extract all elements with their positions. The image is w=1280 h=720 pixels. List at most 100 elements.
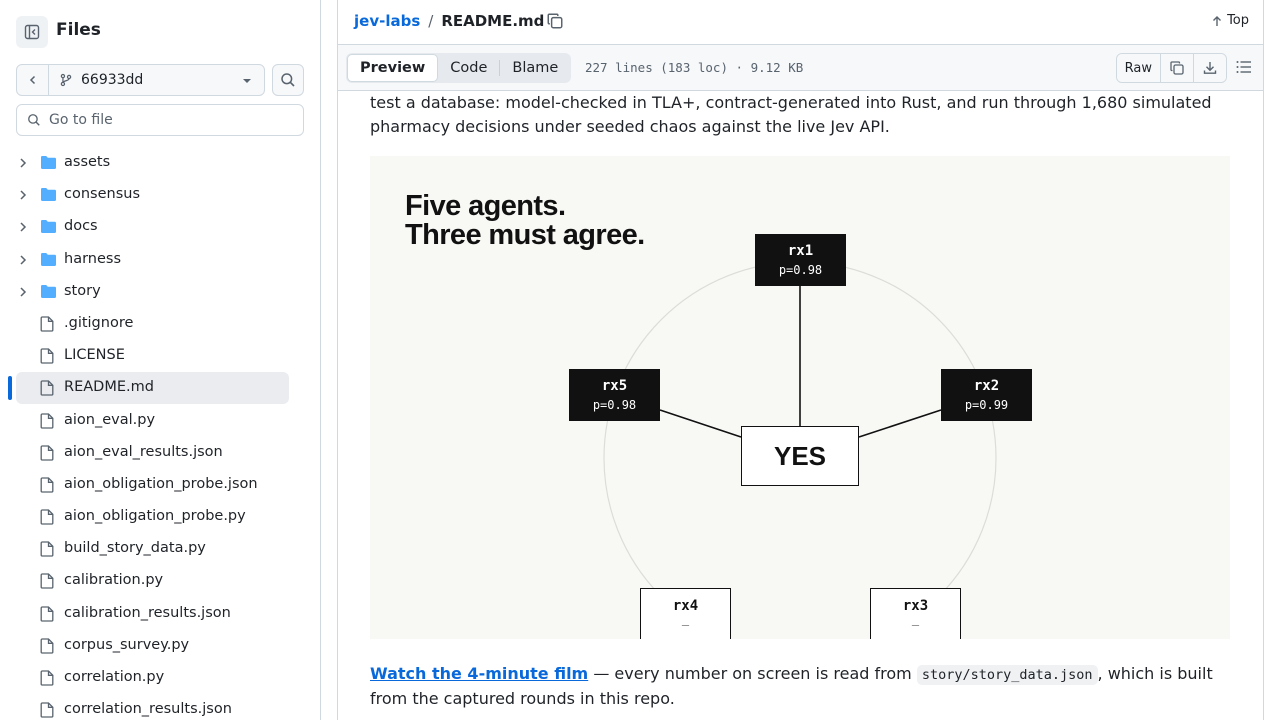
tree-item-label: README.md	[64, 379, 154, 396]
file-icon	[40, 573, 54, 590]
selected-highlight	[16, 372, 289, 405]
tree-item-label: calibration_results.json	[64, 604, 231, 621]
film-link[interactable]: Watch the 4-minute film	[370, 664, 589, 683]
download-button[interactable]	[1194, 54, 1226, 82]
tree-item-icon	[40, 445, 54, 465]
tree-item-icon	[40, 380, 54, 400]
tree-file-item[interactable]: calibration.py	[0, 565, 320, 597]
tree-file-item[interactable]: aion_eval.py	[0, 405, 320, 437]
tree-file-item[interactable]: README.md	[0, 372, 320, 405]
breadcrumb-file: README.md	[441, 12, 545, 30]
tree-folder-item[interactable]: consensus	[0, 179, 320, 211]
file-meta: 227 lines (183 loc) · 9.12 KB	[585, 60, 804, 75]
file-icon	[40, 670, 54, 686]
agent-node-rx2: rx2 p=0.99	[941, 369, 1032, 421]
tree-folder-item[interactable]: assets	[0, 147, 320, 179]
sidebar-title: Files	[56, 20, 101, 40]
selected-indicator	[8, 376, 12, 401]
chevron-right-icon[interactable]	[18, 157, 28, 169]
go-to-file-input[interactable]	[49, 112, 289, 128]
folder-icon	[41, 188, 56, 202]
tree-item-label: harness	[64, 250, 122, 267]
figure-headline: Five agents. Three must agree.	[405, 192, 645, 250]
tree-item-label: correlation_results.json	[64, 701, 232, 718]
tree-file-item[interactable]: .gitignore	[0, 308, 320, 340]
markdown-body: test a database: model-checked in TLA+, …	[370, 91, 1232, 708]
file-icon	[40, 477, 54, 493]
tab-blame[interactable]: Blame	[512, 60, 559, 76]
tree-item-label: story	[64, 282, 101, 299]
agent-node-rx4: rx4 —	[640, 588, 731, 639]
agent-name: rx1	[787, 243, 814, 259]
search-files-button[interactable]	[272, 64, 304, 96]
back-button[interactable]	[17, 65, 49, 95]
tree-file-item[interactable]: aion_obligation_probe.json	[0, 469, 320, 501]
folder-icon	[41, 252, 56, 266]
agent-name: rx5	[601, 378, 628, 394]
breadcrumb-separator: /	[428, 12, 434, 30]
tree-item-icon	[40, 219, 57, 238]
branch-select[interactable]: 66933dd	[49, 65, 264, 95]
chevron-right-icon[interactable]	[18, 221, 28, 233]
download-icon	[1203, 62, 1217, 74]
copy-raw-button[interactable]	[1161, 54, 1194, 82]
tree-file-item[interactable]: build_story_data.py	[0, 533, 320, 565]
tree-file-item[interactable]: calibration_results.json	[0, 598, 320, 630]
tree-file-item[interactable]: aion_eval_results.json	[0, 437, 320, 469]
edge-rx5	[659, 409, 742, 438]
agent-node-rx1: rx1 p=0.98	[755, 234, 846, 286]
tree-file-item[interactable]: correlation.py	[0, 662, 320, 694]
tree-item-label: build_story_data.py	[64, 540, 206, 557]
agent-probability: p=0.98	[778, 263, 823, 277]
intro-paragraph: test a database: model-checked in TLA+, …	[370, 93, 1212, 136]
breadcrumb-repo-link[interactable]: jev-labs	[354, 12, 421, 30]
tree-item-icon	[40, 316, 54, 336]
file-tree-sidebar: Files 66933dd	[0, 0, 321, 720]
film-paragraph: Watch the 4-minute film — every number o…	[370, 662, 1232, 711]
copy-path-icon[interactable]	[546, 12, 564, 30]
raw-button[interactable]: Raw	[1116, 54, 1161, 82]
tree-item-label: aion_obligation_probe.json	[64, 475, 258, 492]
breadcrumb: jev-labs / README.md	[354, 12, 544, 30]
tree-item-label: correlation.py	[64, 669, 165, 685]
file-toolbar: Preview Code Blame 227 lines (183 loc) ·…	[338, 45, 1263, 91]
collapse-sidebar-button[interactable]	[16, 16, 48, 48]
agent-node-rx3: rx3 —	[870, 588, 961, 639]
tree-item-icon	[40, 605, 54, 626]
chevron-right-icon[interactable]	[18, 189, 28, 201]
tree-folder-item[interactable]: story	[0, 276, 320, 308]
list-outline-icon[interactable]	[1235, 59, 1253, 75]
agent-name: rx2	[973, 378, 1000, 394]
folder-icon	[41, 220, 56, 234]
tree-item-label: aion_eval_results.json	[64, 443, 223, 460]
tab-code[interactable]: Code	[450, 60, 488, 76]
tree-item-icon	[40, 573, 54, 593]
tree-item-label: corpus_survey.py	[64, 636, 190, 653]
tab-preview[interactable]: Preview	[347, 54, 439, 82]
consensus-figure: Five agents. Three must agree. rx1 p=0.9…	[370, 156, 1230, 639]
arrow-up-icon	[1213, 15, 1222, 26]
tree-item-label: calibration.py	[64, 572, 164, 589]
chevron-right-icon[interactable]	[18, 286, 28, 298]
tree-item-icon	[40, 412, 54, 433]
chevron-left-icon	[29, 75, 35, 85]
agent-probability: p=0.98	[592, 398, 637, 412]
chevron-right-icon[interactable]	[18, 254, 28, 266]
tree-item-icon	[40, 252, 57, 271]
file-icon	[40, 541, 54, 557]
tree-item-icon	[40, 284, 57, 303]
tree-item-label: aion_eval.py	[64, 411, 156, 428]
tree-file-item[interactable]: aion_obligation_probe.py	[0, 501, 320, 533]
file-icon	[40, 605, 54, 622]
tree-file-item[interactable]: LICENSE	[0, 340, 320, 372]
go-to-file-field	[16, 104, 304, 136]
tree-folder-item[interactable]: harness	[0, 244, 320, 276]
tree-file-item[interactable]: corpus_survey.py	[0, 630, 320, 662]
branch-picker: 66933dd	[16, 64, 265, 96]
copy-icon	[1170, 61, 1184, 75]
tree-item-icon	[40, 541, 54, 561]
top-button[interactable]: Top	[1211, 13, 1249, 28]
tree-folder-item[interactable]: docs	[0, 211, 320, 243]
tree-file-item[interactable]: correlation_results.json	[0, 694, 320, 720]
